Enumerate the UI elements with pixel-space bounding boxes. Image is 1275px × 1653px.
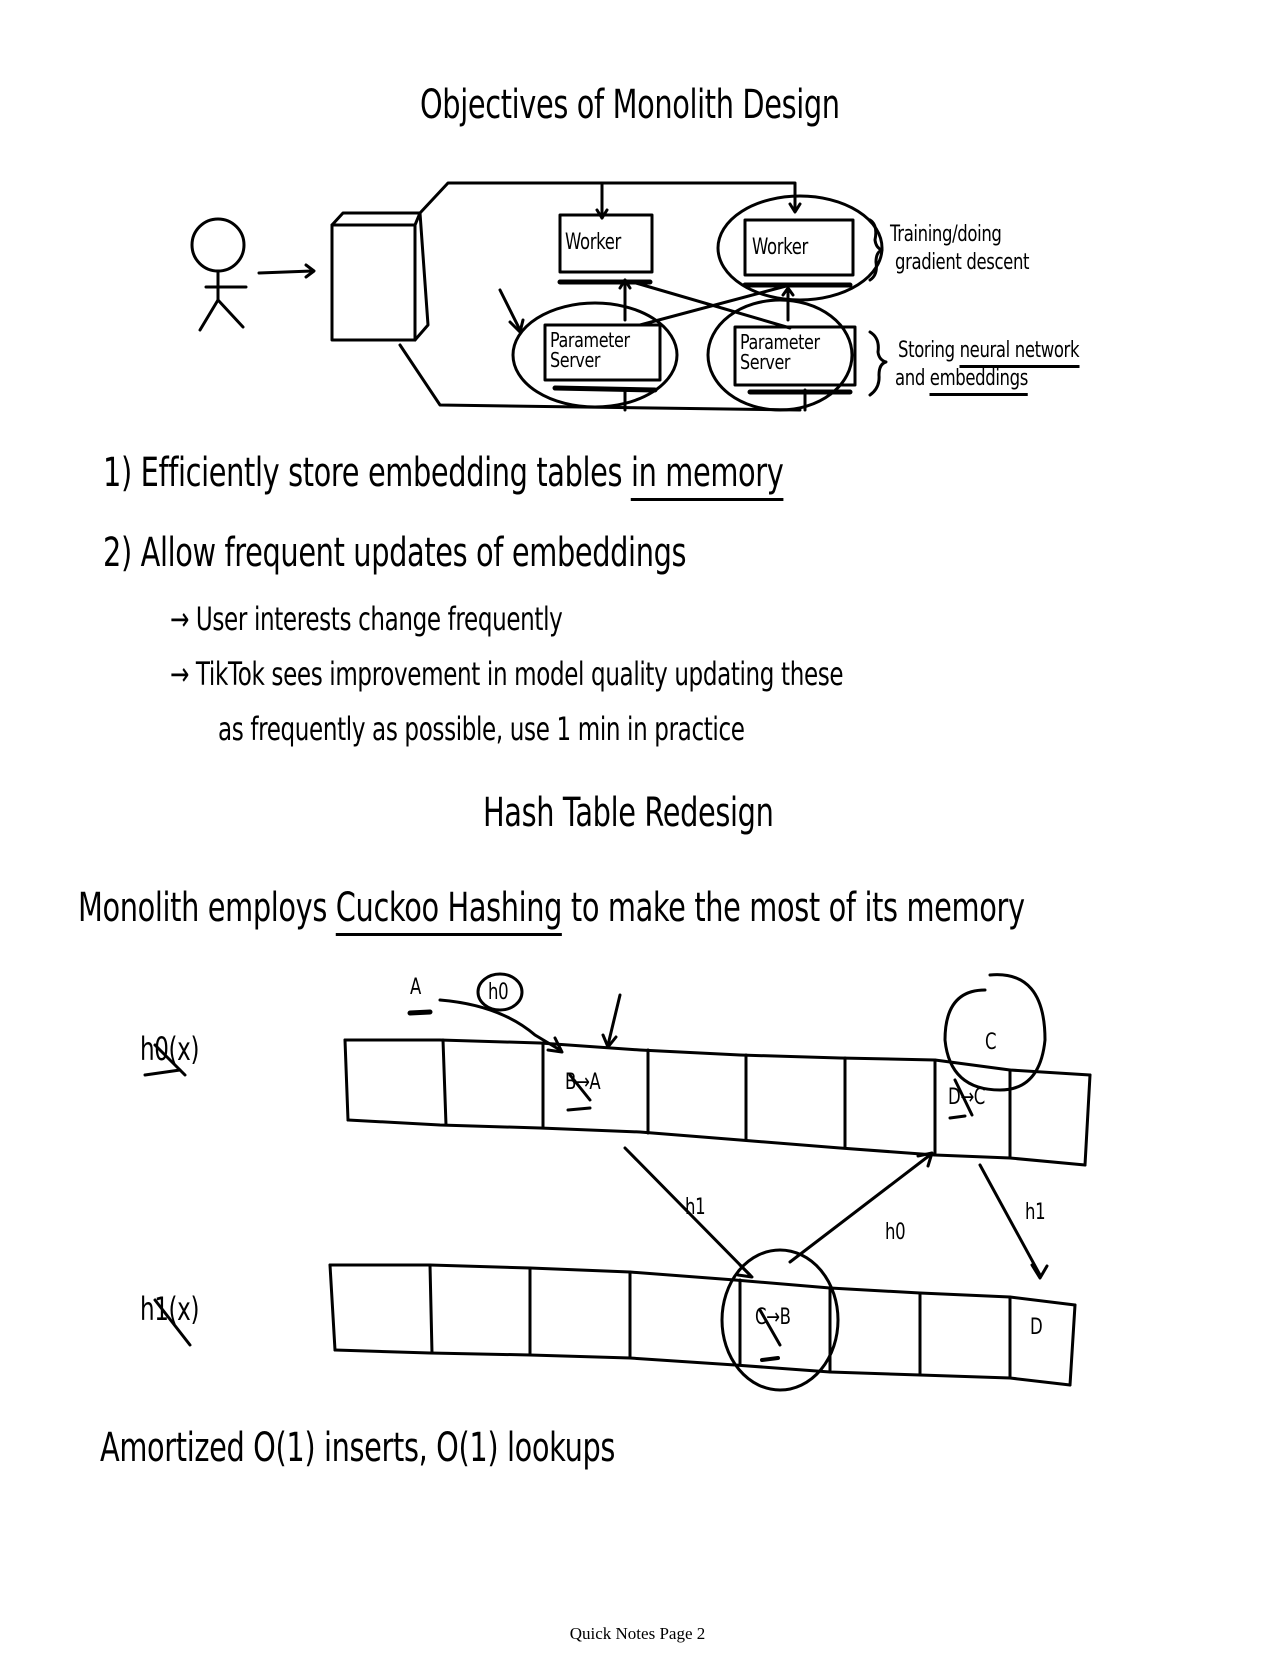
ps-note-neural-network: neural network (959, 338, 1080, 368)
objective-2-text: Allow frequent updates of embeddings (140, 530, 687, 576)
objective-2-number: 2) (103, 530, 132, 576)
insert-key-A: A (410, 975, 421, 1000)
user-figure-icon (190, 217, 248, 332)
objective-1-number: 1) (103, 450, 132, 496)
complexity-summary: Amortized O(1) inserts, O(1) lookups (100, 1425, 616, 1471)
cuckoo-intro-a: Monolith employs (78, 885, 336, 931)
objective-2: 2) Allow frequent updates of embeddings (103, 530, 687, 576)
arrow-label-h0: h0 (885, 1220, 906, 1245)
displaced-key-C: C (985, 1030, 997, 1055)
worker-note-line2: gradient descent (895, 250, 1030, 275)
bullet-2-continued: as frequently as possible, use 1 min in … (218, 710, 745, 748)
objective-1: 1) Efficiently store embedding tables in… (103, 450, 784, 501)
arrow-label-h1-left: h1 (685, 1195, 706, 1220)
ps-note-line2: and embeddings (895, 366, 1028, 396)
section-title-objectives: Objectives of Monolith Design (420, 82, 840, 128)
ps-note-line1-a: Storing (898, 338, 960, 363)
cuckoo-hashing-term: Cuckoo Hashing (335, 885, 562, 936)
parameter-server-label-1: Parameter Server (550, 330, 670, 370)
row1-slot-5-value: C→B (755, 1305, 791, 1330)
ps-note-embeddings: embeddings (929, 366, 1028, 396)
row1-slot-8-value: D (1030, 1315, 1043, 1340)
worker-label-1: Worker (565, 230, 621, 255)
row0-slot-7-value: D→C (948, 1085, 985, 1110)
row1-hash-label: h1(x) (140, 1290, 200, 1328)
ps1-text: Parameter Server (550, 328, 630, 372)
bullet-1: → User interests change frequently (170, 600, 563, 638)
insert-hash-h0: h0 (488, 980, 509, 1005)
ps2-text: Parameter Server (740, 330, 820, 374)
parameter-server-label-2: Parameter Server (740, 332, 860, 372)
server-box-icon (330, 211, 430, 342)
worker-note-line1: Training/doing (890, 222, 1002, 247)
row0-hash-label: h0(x) (140, 1030, 200, 1068)
cuckoo-intro-c: to make the most of its memory (562, 885, 1025, 931)
bullet-2: → TikTok sees improvement in model quali… (170, 655, 844, 693)
objective-1-emphasis: in memory (630, 450, 784, 501)
worker-label-2: Worker (752, 235, 808, 260)
arrow-label-h1-right: h1 (1025, 1200, 1046, 1225)
section-title-hash-table: Hash Table Redesign (483, 790, 774, 836)
page-footer: Quick Notes Page 2 (569, 1624, 706, 1643)
objective-1-text: Efficiently store embedding tables (140, 450, 631, 496)
ps-note-line1: Storing neural network (898, 338, 1080, 368)
row0-slot-3-value: B→A (565, 1070, 601, 1095)
cuckoo-intro: Monolith employs Cuckoo Hashing to make … (78, 885, 1025, 936)
ps-note-line2-a: and (895, 366, 930, 391)
